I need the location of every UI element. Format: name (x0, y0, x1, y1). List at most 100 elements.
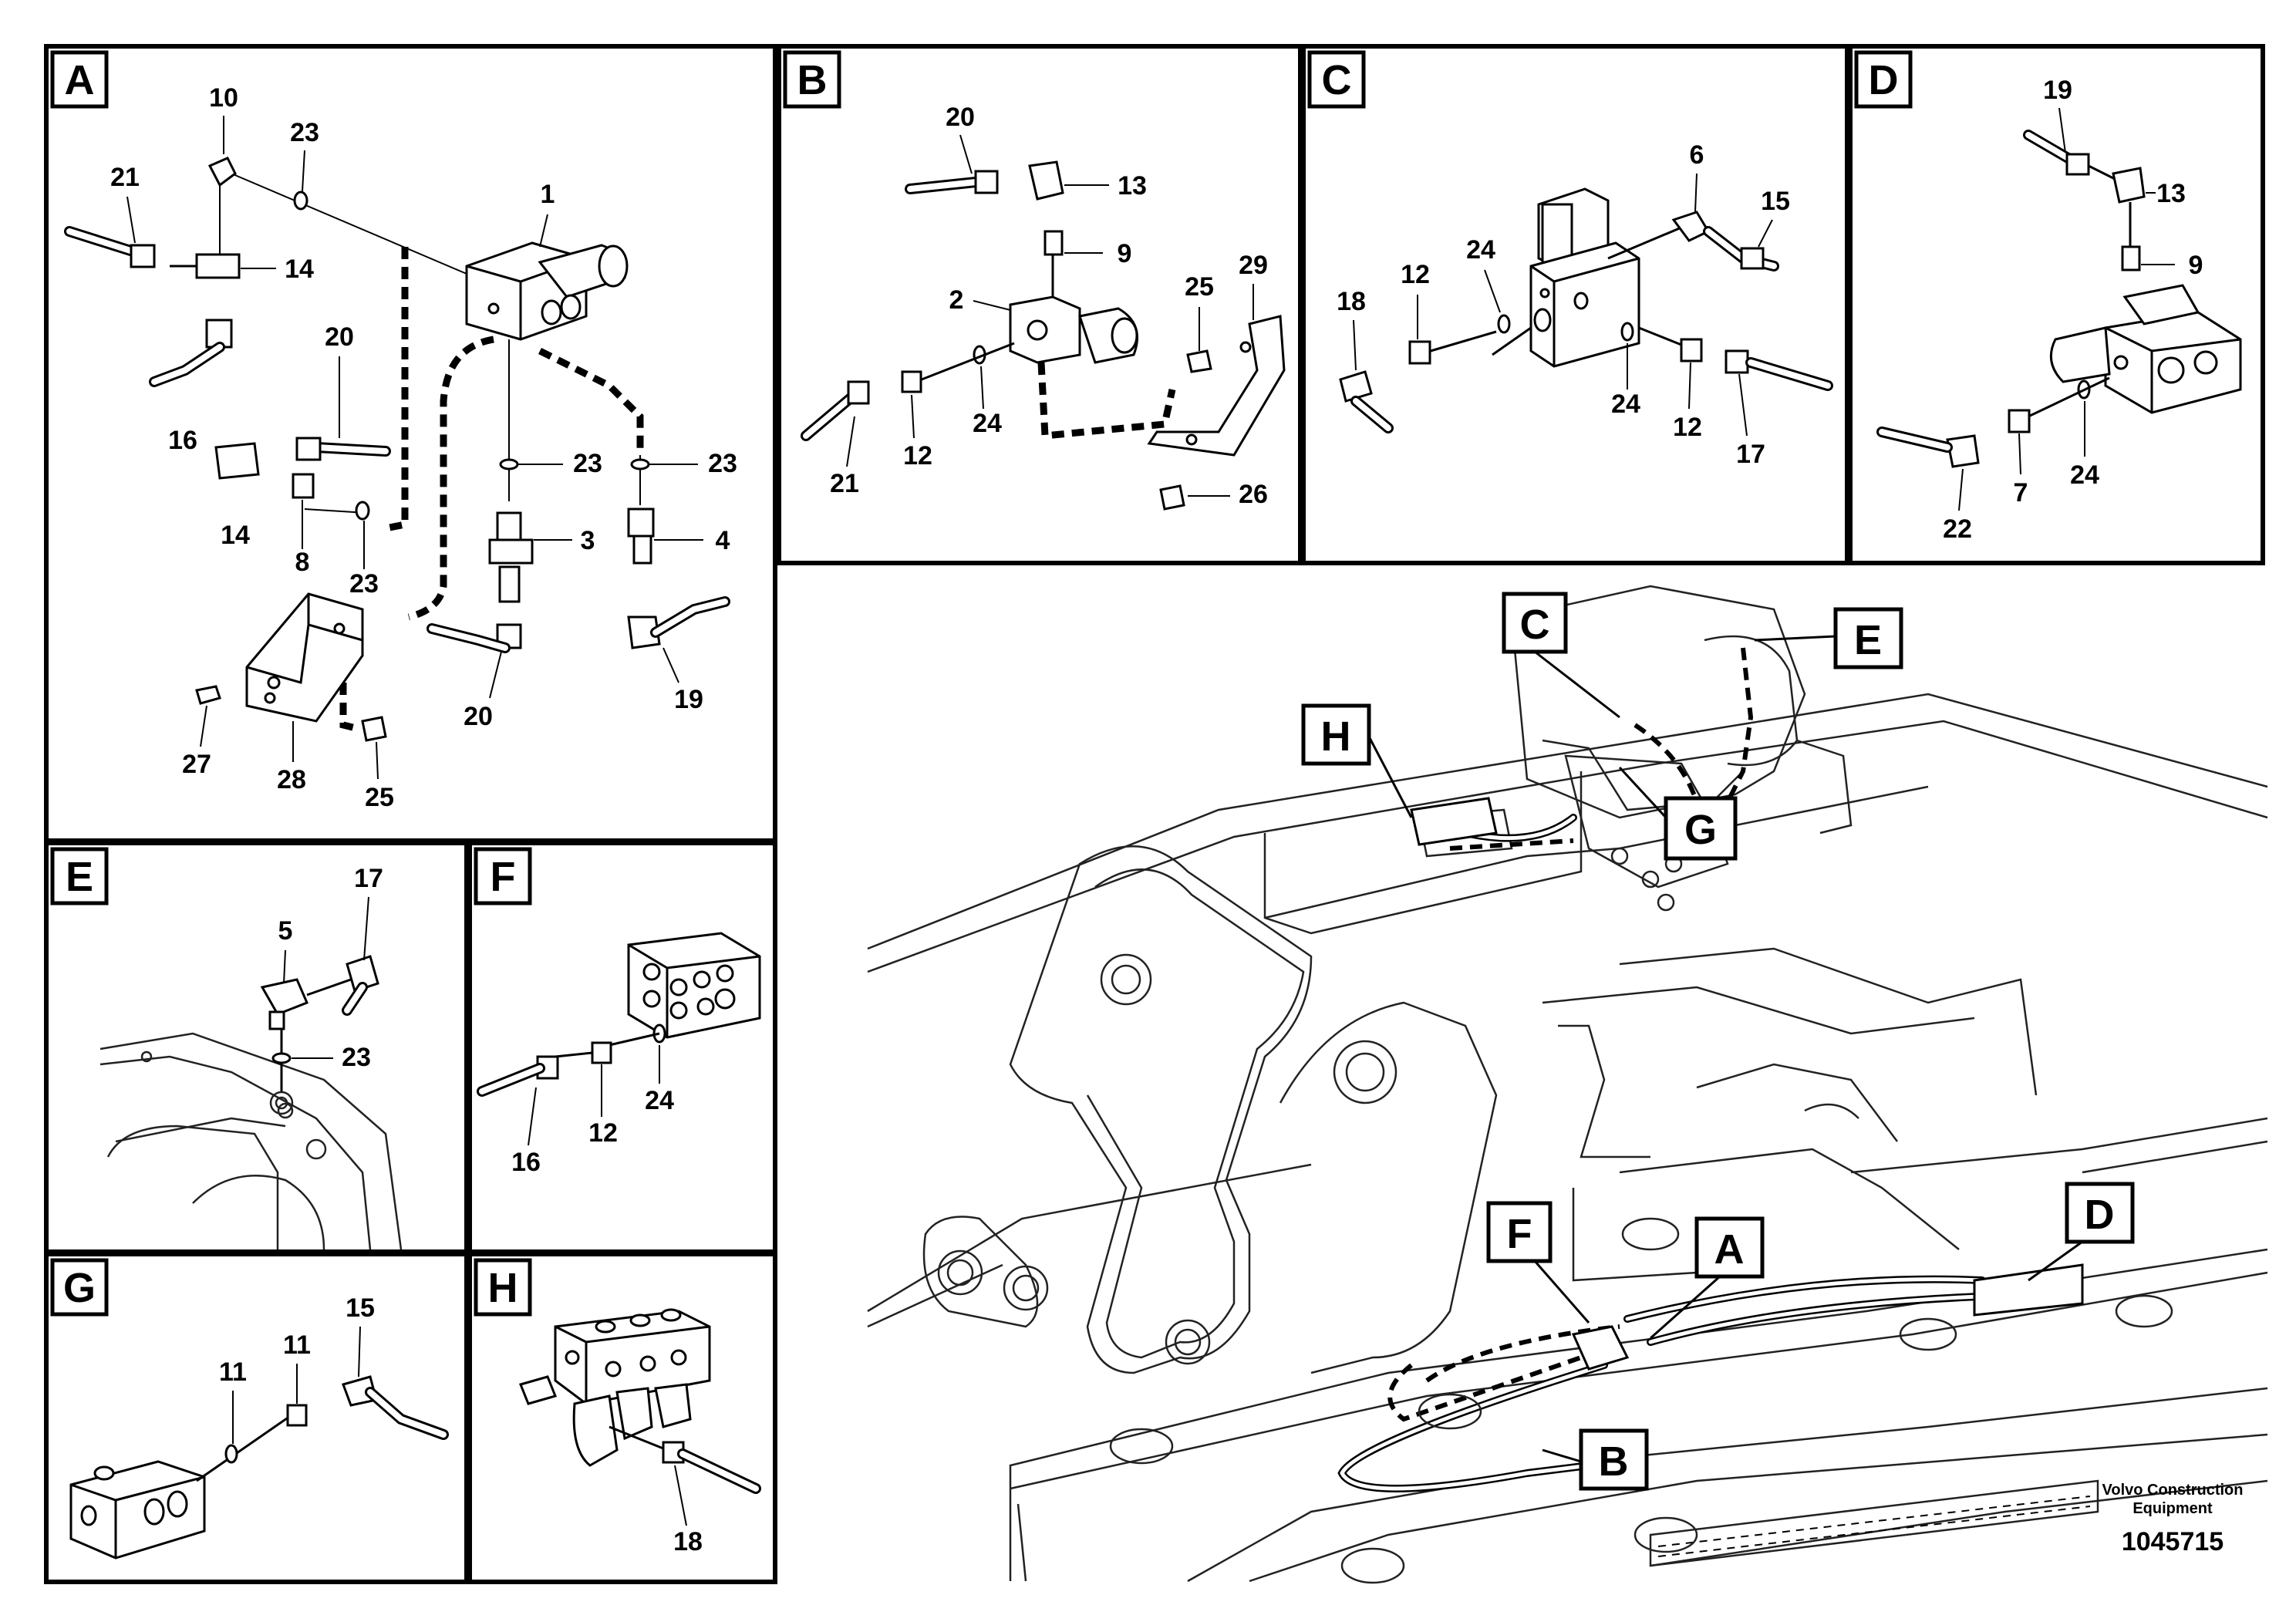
callout-23-d: 23 (708, 449, 737, 478)
callout-7: 7 (2014, 478, 2028, 508)
callout-16-f: 16 (511, 1148, 541, 1177)
svg-text:G: G (1684, 807, 1717, 853)
overview-tag-c: C (1502, 592, 1620, 719)
callout-15-g: 15 (346, 1293, 375, 1323)
panel-c-frame (1301, 44, 1849, 565)
document-number: 1045715 (2122, 1527, 2224, 1556)
panel-a-label: A (50, 50, 109, 109)
callout-17-c: 17 (1736, 440, 1765, 469)
callout-1: 1 (541, 180, 555, 209)
callout-12-c-a: 12 (1401, 260, 1430, 289)
callout-27: 27 (182, 750, 211, 779)
panel-b-callouts: 20 13 9 2 25 29 24 12 21 26 (830, 103, 1268, 509)
callout-4: 4 (716, 526, 730, 555)
svg-text:A: A (1714, 1226, 1745, 1273)
callout-3: 3 (581, 526, 595, 555)
callout-9-d: 9 (2189, 251, 2203, 280)
overview-tag-b: B (1542, 1428, 1649, 1491)
panel-g-frame (44, 1252, 469, 1584)
svg-text:D: D (2085, 1192, 2115, 1238)
callout-14-a: 14 (285, 255, 314, 284)
panel-d-frame (1848, 44, 2265, 565)
callout-18-h: 18 (673, 1527, 703, 1556)
svg-text:H: H (1321, 713, 1351, 760)
callout-17-e: 17 (354, 864, 383, 893)
callout-6: 6 (1690, 140, 1704, 170)
overview-tag-d: D (2028, 1182, 2135, 1282)
panel-h-frame (467, 1252, 777, 1584)
callout-11: 11 (283, 1330, 311, 1360)
panel-a-callouts: 10 23 1 21 14 16 20 14 8 23 23 23 3 4 19… (110, 83, 737, 812)
callout-23-c: 23 (573, 449, 602, 478)
panel-c-callouts: 6 15 24 12 18 24 12 17 (1337, 140, 1790, 469)
callout-23-e: 23 (342, 1043, 371, 1072)
svg-text:H: H (488, 1265, 518, 1311)
brand-line-1: Volvo Construction (2102, 1482, 2244, 1499)
callout-18-c: 18 (1337, 287, 1366, 316)
svg-text:E: E (1854, 617, 1882, 663)
machine-overview (867, 585, 2268, 1584)
callout-24-c-b: 24 (1611, 389, 1640, 419)
panel-a-frame (44, 44, 777, 843)
svg-text:C: C (1520, 602, 1550, 648)
overview-tag-e: E (1754, 607, 1903, 669)
callout-13-d: 13 (2156, 179, 2186, 208)
brand-line-2: Equipment (2132, 1500, 2213, 1517)
callout-14-b: 14 (221, 521, 250, 550)
panel-a-drawing (64, 157, 730, 742)
panel-f-callouts: 24 12 16 (511, 1045, 674, 1177)
callout-16: 16 (168, 426, 197, 455)
callout-5: 5 (278, 916, 293, 946)
callout-25-a: 25 (365, 783, 394, 812)
panel-d-callouts: 19 13 9 24 7 22 (1943, 76, 2203, 544)
panel-f-label: F (474, 847, 532, 905)
panel-h-label: H (474, 1258, 532, 1317)
svg-text:F: F (1507, 1211, 1532, 1257)
svg-text:C: C (1322, 57, 1352, 103)
callout-24-f: 24 (645, 1086, 674, 1115)
callout-10: 10 (209, 83, 238, 113)
overview-tag-f: F (1486, 1201, 1590, 1324)
callout-15-c: 15 (1761, 187, 1790, 216)
svg-text:B: B (797, 57, 828, 103)
panel-e-callouts: 5 17 23 (278, 864, 383, 1072)
callout-24-d: 24 (2070, 460, 2099, 490)
overview-tag-a: A (1650, 1216, 1765, 1340)
callout-24-c-a: 24 (1466, 235, 1495, 265)
callout-23-g: 11 (219, 1357, 247, 1387)
panel-d-drawing (1876, 130, 2242, 468)
svg-text:B: B (1599, 1438, 1629, 1485)
panel-e-drawing (99, 955, 403, 1250)
svg-text:G: G (63, 1265, 96, 1311)
callout-24-b: 24 (973, 409, 1002, 438)
panel-b-frame (777, 44, 1303, 565)
callout-12-b: 12 (903, 441, 932, 470)
panel-d-label: D (1854, 50, 1913, 109)
callout-21-b: 21 (830, 469, 859, 498)
callout-26: 26 (1239, 480, 1268, 509)
panel-g-drawing (69, 1375, 449, 1560)
callout-25-b: 25 (1185, 272, 1214, 302)
callout-22-d: 22 (1943, 514, 1972, 544)
callout-22: 20 (325, 322, 354, 352)
panel-c-label: C (1307, 50, 1366, 109)
callout-2: 2 (949, 285, 964, 315)
panel-b-drawing (801, 160, 1286, 511)
callout-9-b: 9 (1118, 239, 1132, 268)
svg-text:F: F (491, 854, 516, 900)
overview-tag-g: G (1618, 766, 1738, 861)
panel-b-label: B (783, 50, 841, 109)
callout-12-c-b: 12 (1673, 413, 1702, 442)
callout-12-f: 12 (588, 1118, 618, 1148)
callout-29: 29 (1239, 251, 1268, 280)
callout-28: 28 (277, 765, 306, 794)
callout-13-b: 13 (1118, 171, 1147, 201)
callout-23-a: 23 (290, 118, 319, 147)
panel-f-drawing (477, 932, 761, 1097)
callout-21: 21 (110, 163, 140, 192)
panel-g-label: G (50, 1258, 109, 1317)
callout-20-a: 20 (464, 702, 493, 731)
overview-tag-h: H (1301, 703, 1413, 818)
callout-8: 8 (295, 548, 310, 577)
callout-19-d: 19 (2043, 76, 2072, 105)
